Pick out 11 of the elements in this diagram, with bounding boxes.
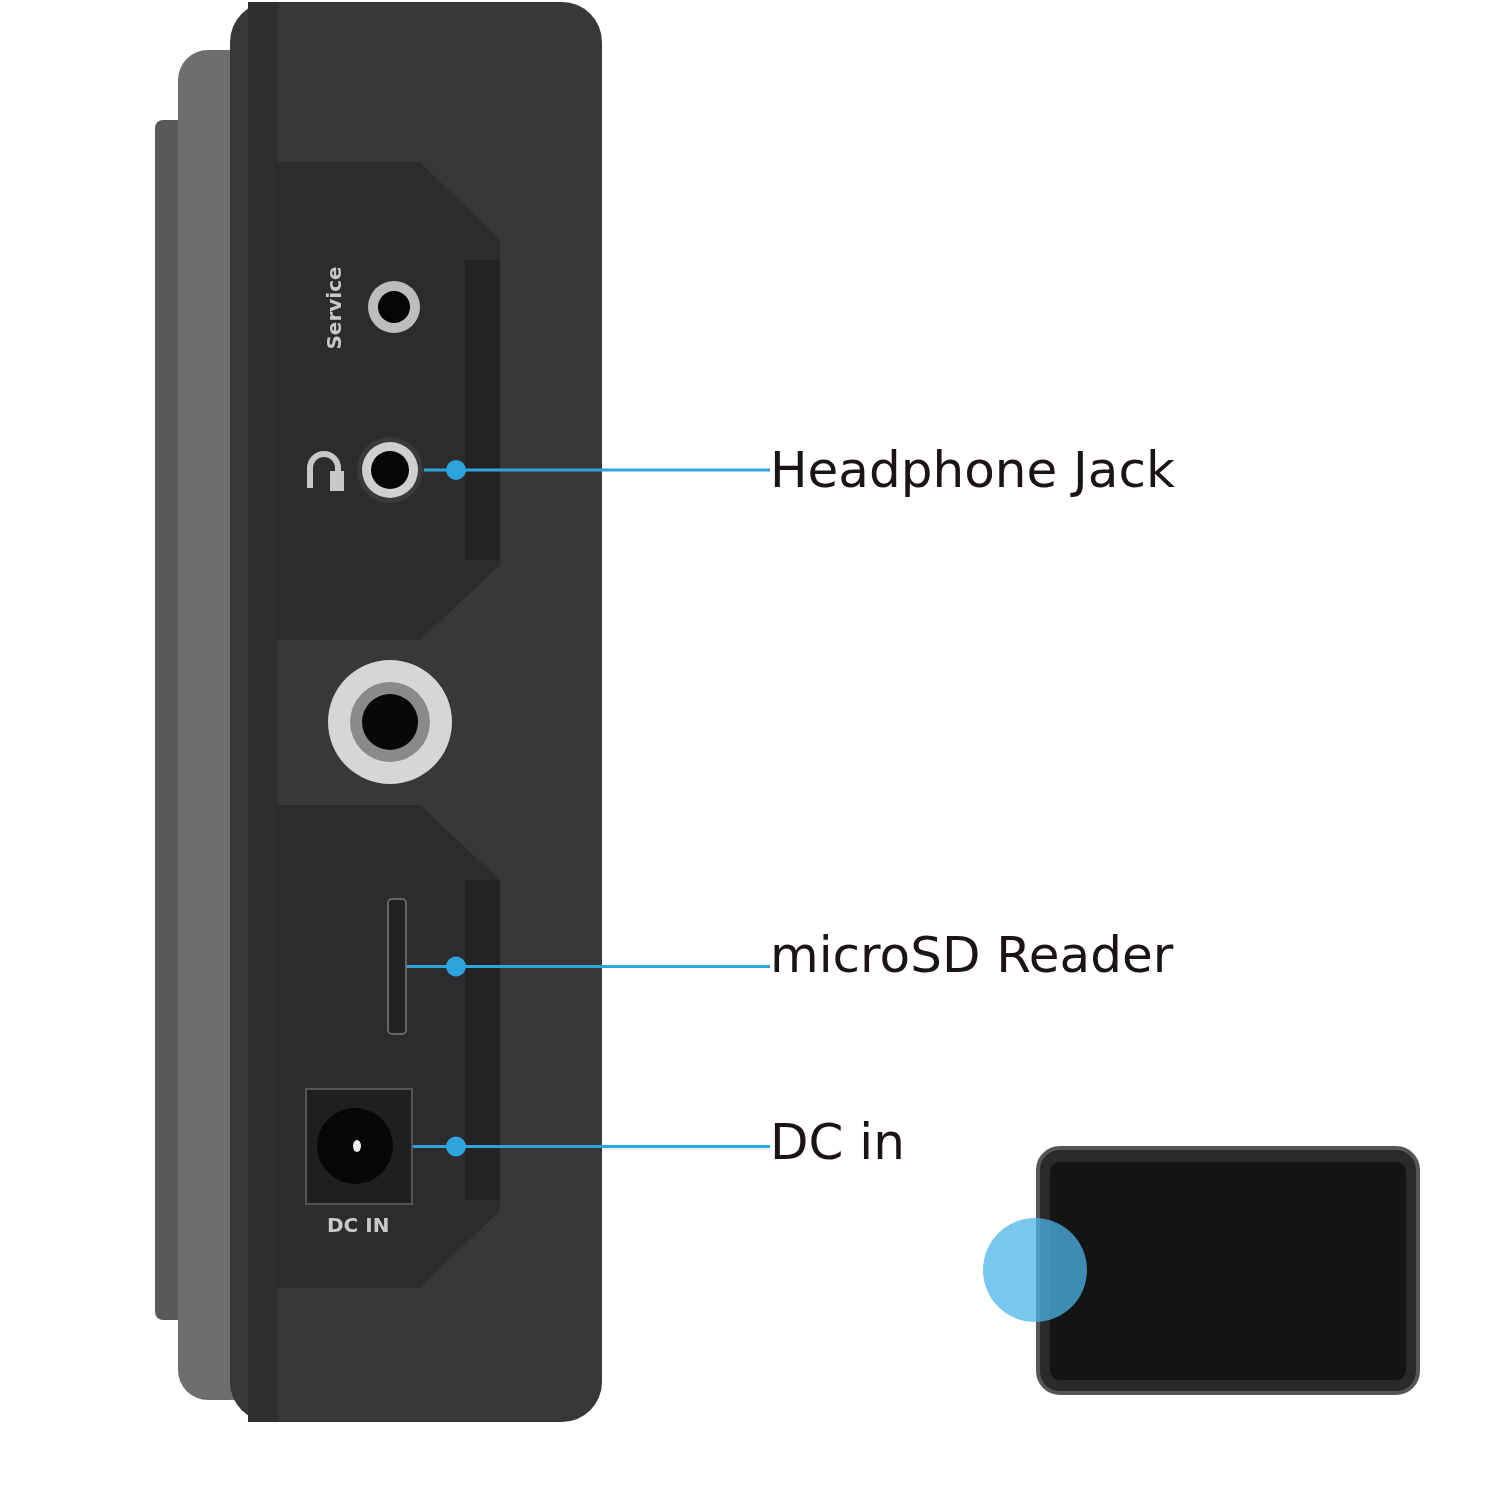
port-label: Service xyxy=(321,266,346,350)
microsd-card-slot xyxy=(387,898,407,1035)
callout-label: DC in xyxy=(770,1112,905,1172)
callout-label: microSD Reader xyxy=(770,925,1174,985)
leader-line xyxy=(424,468,770,472)
port-label: DC IN xyxy=(327,1213,390,1237)
dc-power-jack xyxy=(305,1088,413,1205)
leader-line xyxy=(413,1145,770,1148)
leader-line xyxy=(407,965,770,968)
callout-label: Headphone Jack xyxy=(770,440,1175,500)
headphone-jack xyxy=(356,436,424,504)
